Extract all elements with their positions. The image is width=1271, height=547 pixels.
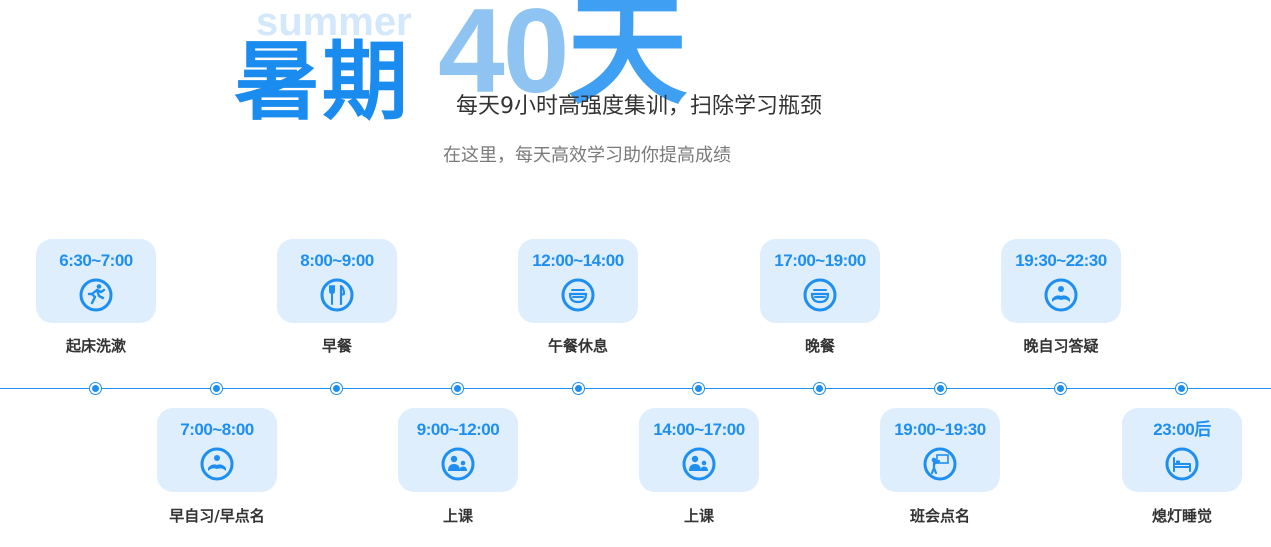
timeline-dot (935, 383, 946, 394)
schedule-time: 8:00~9:00 (300, 251, 374, 270)
hero-subtitle: 每天9小时高强度集训，扫除学习瓶颈 (456, 94, 822, 119)
schedule-card-class-meeting: 19:00~19:30 (880, 408, 1000, 492)
teacher-board-icon (922, 446, 958, 482)
schedule-time: 23:00后 (1153, 420, 1211, 439)
schedule-card-class-morning: 9:00~12:00 (398, 408, 518, 492)
schedule-time: 19:00~19:30 (894, 420, 986, 439)
schedule-label: 晚自习答疑 (1023, 337, 1099, 355)
timeline-dot (573, 383, 584, 394)
classroom-icon (440, 446, 476, 482)
schedule-time: 17:00~19:00 (774, 251, 866, 270)
schedule-card-breakfast: 8:00~9:00 (277, 239, 397, 323)
timeline-dot (1055, 383, 1066, 394)
schedule-card-sleep: 23:00后 (1122, 408, 1242, 492)
schedule-time: 9:00~12:00 (416, 420, 500, 439)
schedule-card-dinner: 17:00~19:00 (760, 239, 880, 323)
timeline-dot (693, 383, 704, 394)
hero-number: 40 (438, 0, 569, 118)
noodle-bowl-icon (802, 277, 838, 313)
timeline-dot (1176, 383, 1187, 394)
classroom-icon (681, 446, 717, 482)
schedule-card-morning-study: 7:00~8:00 (157, 408, 277, 492)
schedule-label: 晚餐 (804, 337, 835, 355)
noodle-bowl-icon (560, 277, 596, 313)
schedule-label: 午餐休息 (547, 337, 608, 355)
timeline-dot (211, 383, 222, 394)
schedule-time: 12:00~14:00 (532, 251, 624, 270)
schedule-label: 早自习/早点名 (169, 507, 265, 525)
schedule-label: 早餐 (321, 337, 352, 355)
schedule-label: 起床洗漱 (65, 337, 126, 355)
schedule-time: 6:30~7:00 (59, 251, 133, 270)
hero-day: 天 (567, 0, 687, 118)
fork-knife-icon (319, 277, 355, 313)
schedule-time: 7:00~8:00 (180, 420, 254, 439)
reading-book-icon (199, 446, 235, 482)
schedule-card-class-afternoon: 14:00~17:00 (639, 408, 759, 492)
timeline-dot (90, 383, 101, 394)
schedule-label: 班会点名 (909, 507, 970, 525)
hero-summer-text: summer (256, 0, 412, 44)
bed-icon (1164, 446, 1200, 482)
schedule-label: 上课 (442, 507, 473, 525)
hero-big-number: 40天 (438, 0, 687, 118)
timeline-axis (0, 388, 1271, 389)
timeline-dot (452, 383, 463, 394)
schedule-card-wakeup: 6:30~7:00 (36, 239, 156, 323)
hero-description: 在这里，每天高效学习助你提高成绩 (443, 145, 731, 166)
schedule-time: 14:00~17:00 (653, 420, 745, 439)
schedule-card-lunch: 12:00~14:00 (518, 239, 638, 323)
schedule-card-evening-study: 19:30~22:30 (1001, 239, 1121, 323)
reading-book-icon (1043, 277, 1079, 313)
schedule-time: 19:30~22:30 (1015, 251, 1107, 270)
schedule-label: 熄灯睡觉 (1151, 507, 1212, 525)
schedule-label: 上课 (683, 507, 714, 525)
timeline-dot (331, 383, 342, 394)
running-person-icon (78, 277, 114, 313)
hero-title: 暑期 (234, 32, 410, 132)
timeline-dot (814, 383, 825, 394)
